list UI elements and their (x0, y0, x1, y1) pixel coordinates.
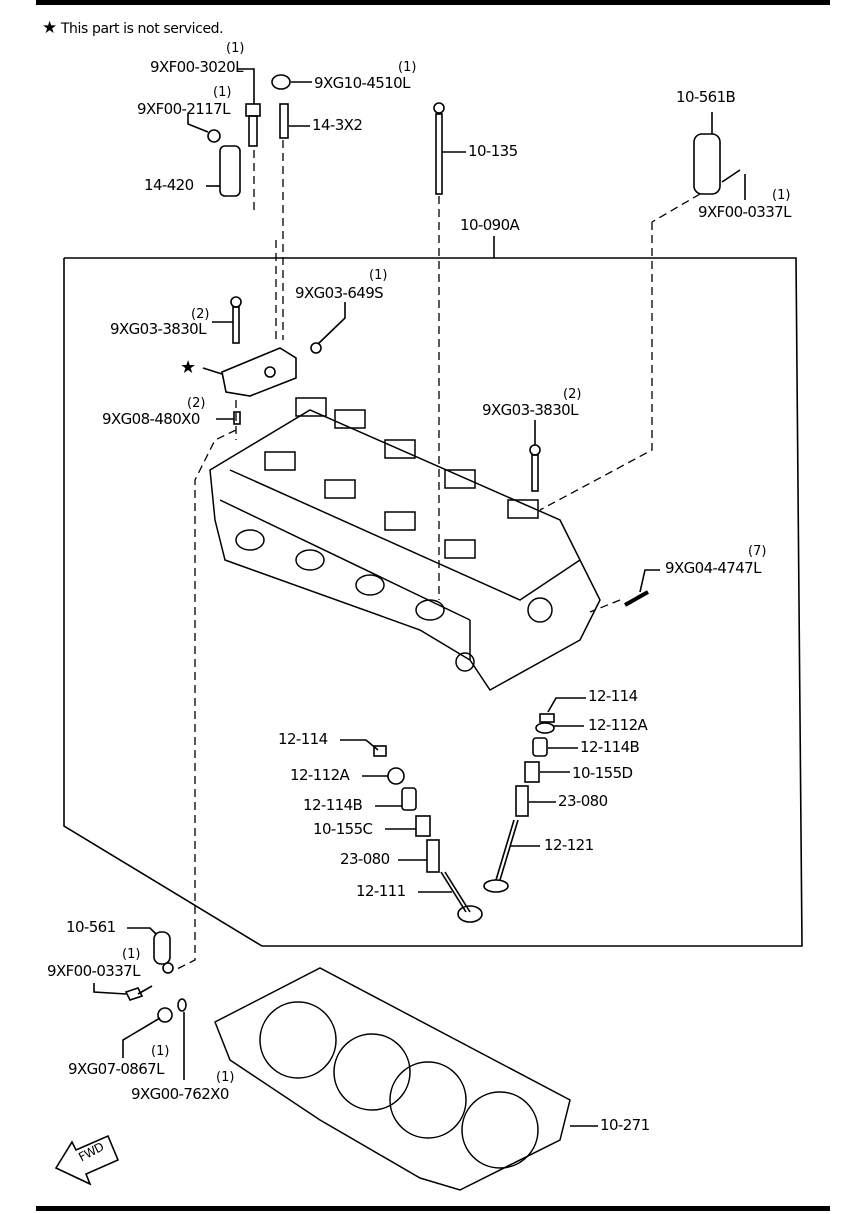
qty-9XG03-649S: (1) (369, 268, 388, 283)
cap-9XG10-4510L (271, 74, 312, 90)
valve-train-left (340, 739, 483, 923)
fwd-arrow-icon (54, 1134, 120, 1186)
label-9XG03-3830L-right: 9XG03-3830L (482, 401, 578, 419)
label-12-112A-left: 12-112A (290, 766, 350, 784)
qty-9XF00-2117L: (1) (213, 85, 232, 100)
label-9XG04-4747L: 9XG04-4747L (665, 559, 761, 577)
bolt-9XG03-3830L-right (529, 420, 541, 492)
qty-9XF00-3020L: (1) (226, 41, 245, 56)
stud-9XG04-4747L (624, 569, 660, 607)
label-9XF00-2117L: 9XF00-2117L (137, 100, 230, 118)
label-12-114B-left: 12-114B (303, 796, 363, 814)
head-gasket (214, 967, 598, 1191)
label-9XF00-3020L: 9XF00-3020L (150, 58, 243, 76)
label-23-080-left: 23-080 (340, 850, 390, 868)
label-10-561: 10-561 (66, 918, 116, 936)
label-10-090A: 10-090A (460, 216, 520, 234)
assembly-bracket (63, 257, 803, 947)
not-serviced-note: ★ This part is not serviced. (42, 18, 224, 38)
pin-9XG08-480X0 (216, 411, 241, 425)
label-14-3X2: 14-3X2 (312, 116, 363, 134)
qty-9XF00-0337L-lower: (1) (122, 947, 141, 962)
stud-14-3X2 (279, 103, 310, 139)
label-10-155C: 10-155C (313, 820, 373, 838)
gasket-10-561B (693, 112, 746, 200)
qty-9XG00-762X0: (1) (216, 1070, 235, 1085)
bolt-9XF00-3020L (238, 68, 261, 147)
qty-9XG10-4510L: (1) (398, 60, 417, 75)
qty-9XG03-3830L-right: (2) (563, 387, 582, 402)
bolt-10-135 (433, 102, 466, 195)
label-10-271: 10-271 (600, 1116, 650, 1134)
cylinder-head (209, 397, 601, 691)
label-12-114-left: 12-114 (278, 730, 328, 748)
label-9XF00-0337L-upper: 9XF00-0337L (698, 203, 791, 221)
qty-9XG08-480X0: (2) (187, 396, 206, 411)
solenoid-14-420 (187, 113, 241, 197)
label-9XG03-3830L-left: 9XG03-3830L (110, 320, 206, 338)
label-9XG00-762X0: 9XG00-762X0 (131, 1085, 229, 1103)
note-text: This part is not serviced. (60, 21, 224, 37)
star-icon: ★ (42, 18, 57, 38)
valve-train-right (483, 697, 586, 893)
qty-9XG07-0867L: (1) (151, 1044, 170, 1059)
label-9XG08-480X0: 9XG08-480X0 (102, 410, 200, 428)
washer-9XG00-762X0 (177, 998, 187, 1080)
bracket-not-serviced (202, 347, 297, 397)
top-border (36, 0, 830, 5)
not-serviced-star-icon: ★ (180, 357, 196, 378)
label-9XG03-649S: 9XG03-649S (295, 284, 384, 302)
label-12-114-right: 12-114 (588, 687, 638, 705)
qty-9XG03-3830L-left: (2) (191, 307, 210, 322)
label-12-121: 12-121 (544, 836, 594, 854)
qty-9XG04-4747L: (7) (748, 544, 767, 559)
label-10-561B: 10-561B (676, 88, 736, 106)
label-12-111: 12-111 (356, 882, 406, 900)
label-9XG10-4510L: 9XG10-4510L (314, 74, 410, 92)
label-12-114B-right: 12-114B (580, 738, 640, 756)
gasket-10-561 (127, 927, 174, 974)
plug-9XG03-649S (310, 302, 346, 354)
qty-9XF00-0337L-upper: (1) (772, 188, 791, 203)
label-12-112A-right: 12-112A (588, 716, 648, 734)
nut-9XG07-0867L (122, 1007, 173, 1058)
label-9XF00-0337L-lower: 9XF00-0337L (47, 962, 140, 980)
label-10-155D: 10-155D (572, 764, 633, 782)
label-10-135: 10-135 (468, 142, 518, 160)
label-14-420: 14-420 (144, 176, 194, 194)
label-23-080-right: 23-080 (558, 792, 608, 810)
bolt-9XG03-3830L-left (212, 296, 242, 344)
bolt-9XF00-0337L-lower (93, 983, 153, 1001)
bottom-border (36, 1206, 830, 1211)
label-9XG07-0867L: 9XG07-0867L (68, 1060, 164, 1078)
